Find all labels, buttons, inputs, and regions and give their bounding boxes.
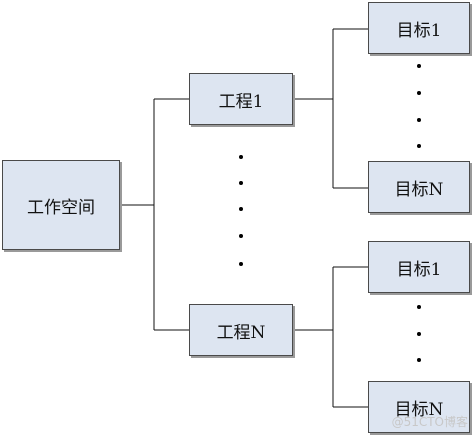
target-label: 目标N bbox=[394, 179, 444, 200]
project-1-target-1-node: 目标1 bbox=[368, 2, 470, 54]
project-1-node: 工程1 bbox=[189, 73, 293, 125]
ellipsis-dot bbox=[239, 181, 243, 185]
workspace-node: 工作空间 bbox=[2, 160, 120, 250]
watermark: @51CTO博客 bbox=[391, 415, 468, 429]
project-n-target-1-node: 目标1 bbox=[368, 241, 470, 293]
project-1-target-n-node: 目标N bbox=[368, 161, 470, 213]
ellipsis-dot bbox=[417, 305, 421, 309]
project-n-node: 工程N bbox=[189, 304, 293, 356]
ellipsis-dot bbox=[417, 91, 421, 95]
ellipsis-dot bbox=[239, 207, 243, 211]
workspace-label: 工作空间 bbox=[27, 197, 95, 218]
target-label: 目标1 bbox=[396, 259, 442, 280]
target-label: 目标1 bbox=[396, 20, 442, 41]
ellipsis-dot bbox=[417, 118, 421, 122]
ellipsis-dot bbox=[239, 262, 243, 266]
project-n-label: 工程N bbox=[216, 322, 266, 343]
ellipsis-dot bbox=[239, 155, 243, 159]
project-1-label: 工程1 bbox=[218, 91, 264, 112]
ellipsis-dot bbox=[239, 234, 243, 238]
ellipsis-dot bbox=[417, 144, 421, 148]
project-n-target-n-node: 目标N bbox=[368, 381, 470, 433]
ellipsis-dot bbox=[417, 332, 421, 336]
ellipsis-dot bbox=[417, 358, 421, 362]
ellipsis-dot bbox=[417, 64, 421, 68]
target-label: 目标N bbox=[394, 399, 444, 420]
